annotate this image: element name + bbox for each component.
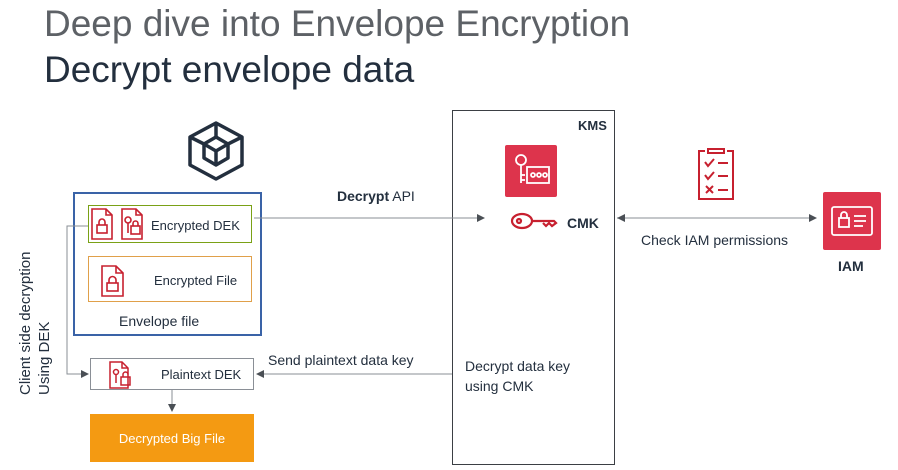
decrypted-big-file-label: Decrypted Big File xyxy=(118,430,226,446)
decrypt-api-label: Decrypt API xyxy=(337,188,415,204)
iam-label: IAM xyxy=(838,258,864,274)
cmk-label: CMK xyxy=(567,215,599,231)
checklist-icon xyxy=(698,148,734,200)
encrypted-dek-label: Encrypted DEK xyxy=(151,218,240,233)
check-iam-label: Check IAM permissions xyxy=(641,232,789,248)
encrypted-dek-box xyxy=(88,205,252,243)
locked-file-icon xyxy=(101,265,124,297)
cube-icon xyxy=(188,121,244,181)
encrypted-file-box xyxy=(88,256,252,302)
plaintext-dek-label: Plaintext DEK xyxy=(161,367,242,382)
decrypt-api-bold: Decrypt xyxy=(337,188,390,204)
encrypted-file-label: Encrypted File xyxy=(154,273,238,288)
decrypt-data-key-note-line2: using CMK xyxy=(465,378,534,394)
iam-icon xyxy=(823,192,881,250)
plaintext-dek-box xyxy=(90,358,254,390)
locked-document-icon xyxy=(91,208,143,240)
slide-title: Deep dive into Envelope Encryption xyxy=(44,3,631,44)
decrypt-api-rest: API xyxy=(389,188,415,204)
decrypt-data-key-note-line1: Decrypt data key xyxy=(465,358,571,374)
slide-subtitle: Decrypt envelope data xyxy=(44,49,415,90)
decrypt-data-key-note: Decrypt data key using CMK xyxy=(465,356,570,396)
kms-box xyxy=(452,110,615,465)
client-loop-line xyxy=(66,225,89,378)
key-icon xyxy=(510,212,558,230)
decrypted-big-file-box: Decrypted Big File xyxy=(90,414,254,462)
send-plaintext-label: Send plaintext data key xyxy=(268,352,414,368)
envelope-file-box xyxy=(73,192,262,336)
kms-label: KMS xyxy=(578,118,607,133)
envelope-file-label: Envelope file xyxy=(119,313,200,329)
unlocked-document-icon xyxy=(109,361,131,389)
kms-icon xyxy=(505,145,557,197)
